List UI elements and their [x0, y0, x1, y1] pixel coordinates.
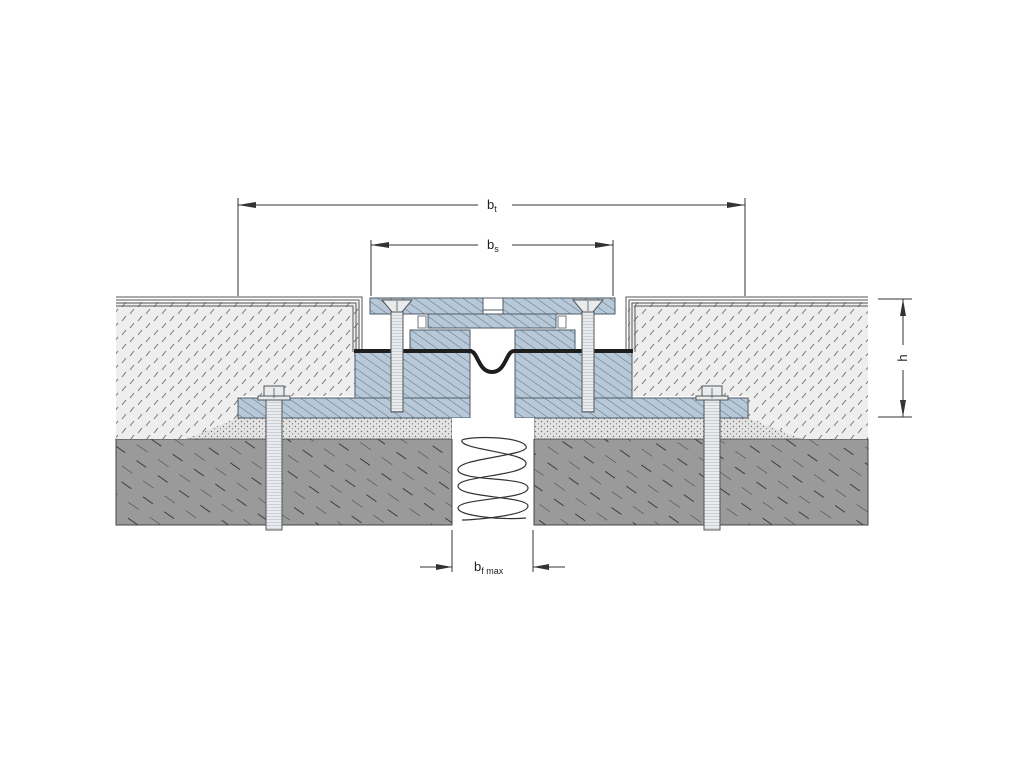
label-bf-max: bf max: [474, 559, 504, 576]
base-plates: [237, 397, 749, 419]
dimension-bs: [370, 240, 614, 296]
dimension-h: [878, 298, 912, 418]
joint-filler: [451, 418, 535, 525]
cover-plate-slot: [482, 297, 504, 311]
screed-right: [628, 302, 868, 439]
profile-upper-right: [514, 329, 576, 351]
profile-block-right: [514, 351, 633, 399]
concrete-slab-right: [533, 438, 869, 526]
gap-right: [557, 315, 567, 329]
label-h: h: [895, 354, 910, 361]
cover-plate-underside: [427, 313, 557, 329]
dimension-bf-max: [420, 530, 565, 572]
countersunk-screw-right: [571, 299, 605, 413]
rubber-seal: [354, 349, 633, 375]
filler-wave: [457, 436, 529, 520]
concrete-slab-left: [115, 438, 453, 526]
joint-gap: [452, 418, 534, 525]
screed-left: [116, 302, 360, 439]
label-bs: bs: [487, 237, 499, 254]
floor-covering-layers: [116, 296, 868, 352]
concrete-substrate: [115, 438, 869, 526]
dimension-bt: [237, 198, 746, 296]
anchor-bolt-left: [257, 385, 291, 531]
profile-block-left: [354, 351, 471, 399]
floor-screed: [116, 302, 868, 439]
label-bt: bt: [487, 197, 497, 214]
anchor-bolt-right: [695, 385, 729, 531]
profile-upper-left: [409, 329, 471, 351]
countersunk-screw-left: [380, 299, 414, 413]
gap-left: [417, 315, 427, 329]
base-plate-left: [237, 397, 471, 419]
seal-loop: [469, 349, 515, 375]
